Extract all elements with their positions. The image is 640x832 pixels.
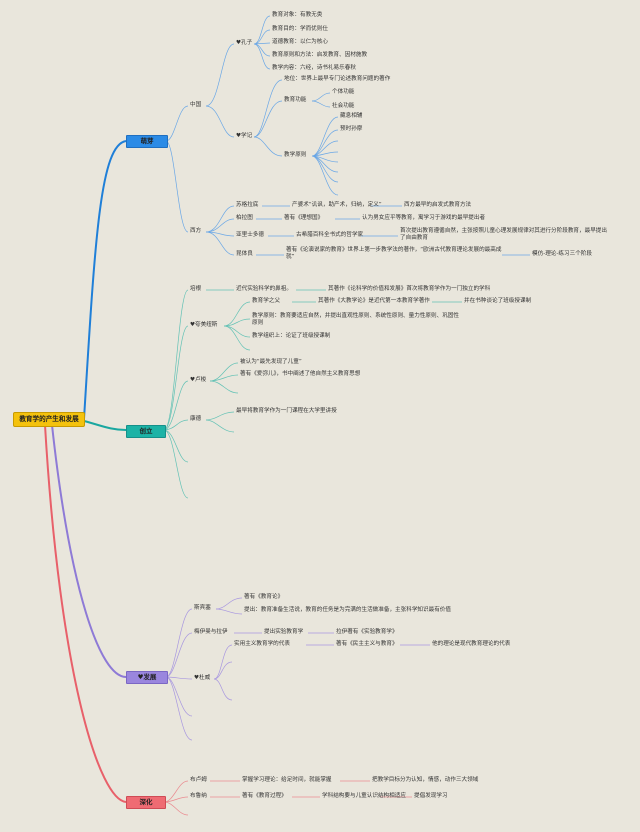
- kangde-item[interactable]: 最早将教育学作为一门课程在大学里讲授: [236, 408, 337, 414]
- xifang-detail[interactable]: 产婆术“讥讽，助产术，归纳，定义”: [292, 202, 382, 208]
- gongneng-item[interactable]: 个体功能: [332, 89, 355, 95]
- xifang-detail[interactable]: 著有《理想国》: [284, 215, 324, 221]
- xifang-detail[interactable]: 古希腊百科全书式的哲学家: [296, 232, 364, 238]
- bln-detail[interactable]: 掌握学习理论：给足时间，就能掌握: [242, 777, 332, 783]
- sbs-item[interactable]: 提出：教育准备生活说，教育的任务是为完满的生活做准备，主张科学知识最有价值: [244, 607, 451, 613]
- kongzi-item[interactable]: 教育对象：有教无类: [272, 12, 323, 18]
- blnr-detail[interactable]: 提倡发现学习: [414, 793, 448, 799]
- branch-line-fazhan: [51, 424, 127, 678]
- xifang-name[interactable]: 昆体良: [236, 251, 253, 257]
- topic-duwei[interactable]: ♥杜威: [194, 675, 211, 681]
- blnr-detail[interactable]: 著有《教育过程》: [242, 793, 287, 799]
- lusuo-item[interactable]: 著有《爱弥儿》，书中阐述了他自然主义教育思想: [240, 371, 361, 377]
- xifang-detail[interactable]: 著有《论演说家的教育》世界上第一步教学法的著作，“欧洲古代教育理论发展的最高成就…: [286, 247, 502, 260]
- branch-line-chuangli: [83, 420, 127, 431]
- sbs-item[interactable]: 著有《教育论》: [244, 594, 284, 600]
- branch-line-mengya: [83, 140, 127, 420]
- topic-jiaoyu-gongneng[interactable]: 教育功能: [284, 97, 307, 103]
- topic-sibinsai[interactable]: 斯宾塞: [194, 605, 211, 611]
- peigen-detail[interactable]: 其著作《论科学的价值和发展》首次将教育学作为一门独立的学科: [328, 286, 491, 292]
- topic-zhongguo[interactable]: 中国: [190, 102, 202, 108]
- kmns-item[interactable]: 其著作《大教学论》是近代第一本教育学著作: [318, 298, 430, 304]
- topic-xueji[interactable]: ♥学记: [236, 133, 253, 139]
- topic-peigen[interactable]: 培根: [190, 286, 202, 292]
- blnr-detail[interactable]: 学科结构要与儿童认识结构相适应: [322, 793, 406, 799]
- topic-buluna[interactable]: 布鲁纳: [190, 793, 207, 799]
- branch-line-shenhua: [44, 424, 127, 803]
- yuanze-item[interactable]: 预时孙摩: [340, 126, 363, 132]
- root-topic[interactable]: 教育学的产生和发展: [13, 412, 85, 427]
- kongzi-item[interactable]: 道德教育：以仁为核心: [272, 39, 328, 45]
- duwei-detail[interactable]: 实用主义教育学的代表: [234, 641, 290, 647]
- topic-lusuo[interactable]: ♥卢梭: [190, 377, 207, 383]
- xifang-name[interactable]: 苏格拉底: [236, 202, 259, 208]
- xifang-detail[interactable]: 西方最早的启发式教育方法: [404, 202, 472, 208]
- xifang-detail[interactable]: 首次提出教育遵循自然，主张按照儿童心理发展规律对其进行分阶段教育，最早提出了自由…: [400, 228, 607, 241]
- topic-bulumu[interactable]: 布卢姆: [190, 777, 207, 783]
- topic-xifang[interactable]: 西方: [190, 228, 202, 234]
- xifang-detail[interactable]: 模仿-理论-练习三个阶段: [532, 251, 592, 257]
- duwei-detail[interactable]: 著有《民主主义与教育》: [336, 641, 398, 647]
- branch-fazhan[interactable]: ♥发展: [126, 671, 168, 684]
- duwei-detail[interactable]: 他的理论是现代教育理论的代表: [432, 641, 511, 647]
- xifang-name[interactable]: 柏拉图: [236, 215, 253, 221]
- kmns-item[interactable]: 并在书种谈论了班级授课制: [464, 298, 532, 304]
- kongzi-item[interactable]: 教育目的：学而优则仕: [272, 26, 328, 32]
- branch-chuangli[interactable]: 创立: [126, 425, 166, 438]
- kmns-item[interactable]: 教育学之父: [252, 298, 280, 304]
- topic-meiyiman-layi[interactable]: 梅伊曼与拉伊: [194, 629, 228, 635]
- xifang-name[interactable]: 亚里士多德: [236, 232, 264, 238]
- kongzi-item[interactable]: 教育原则和方法：启发教育、因材施教: [272, 52, 368, 58]
- topic-jiaoxue-yuanze[interactable]: 教学原则: [284, 152, 307, 158]
- topic-kongzi[interactable]: ♥孔子: [236, 40, 253, 46]
- lusuo-item[interactable]: 被认为“最先发现了儿童”: [240, 359, 302, 365]
- yuanze-item[interactable]: 藏息相辅: [340, 113, 363, 119]
- branch-mengya[interactable]: 萌芽: [126, 135, 168, 148]
- xueji-status[interactable]: 地位：世界上最早专门论述教育问题的著作: [284, 76, 391, 82]
- gongneng-item[interactable]: 社会功能: [332, 103, 355, 109]
- kmns-item[interactable]: 教学组织上：论证了班级授课制: [252, 333, 331, 339]
- bln-detail[interactable]: 把教学目标分为认知，情感，动作三大领域: [372, 777, 479, 783]
- branch-shenhua[interactable]: 深化: [126, 796, 166, 809]
- peigen-detail[interactable]: 近代实验科学的鼻祖。: [236, 286, 292, 292]
- xifang-detail[interactable]: 认为男女应平等教育，寓学习于游戏的最早提出者: [362, 215, 486, 221]
- mym-detail[interactable]: 提出实验教育学: [264, 629, 304, 635]
- kongzi-item[interactable]: 教学内容：六经，诗书礼易乐春秋: [272, 65, 356, 71]
- mym-detail[interactable]: 拉伊著有《实验教育学》: [336, 629, 398, 635]
- kmns-item[interactable]: 教学原则：教育要适应自然，并提出直观性原则、系统性原则、量力性原则、巩固性原则: [252, 313, 459, 326]
- topic-kangde[interactable]: 康德: [190, 416, 202, 422]
- topic-kuameinusi[interactable]: ♥夸美纽斯: [190, 322, 218, 328]
